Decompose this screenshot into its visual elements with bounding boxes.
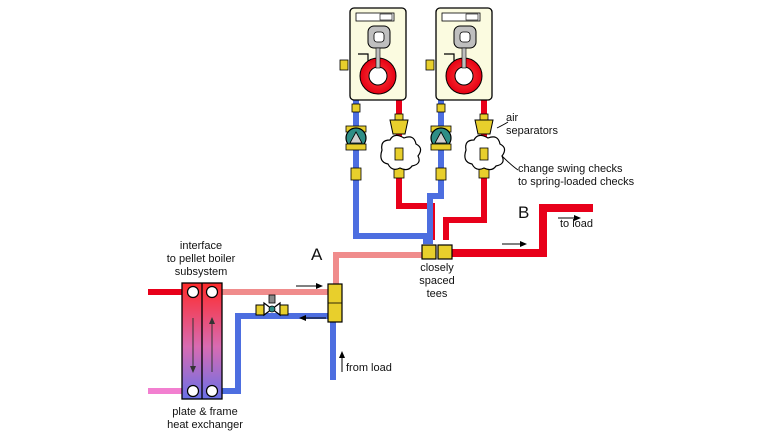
leader-lines (496, 121, 519, 171)
point-a-label: A (311, 245, 323, 264)
air-separators-label: air separators (506, 112, 558, 138)
circulator-icon (430, 125, 452, 151)
swing-label-line1: change swing checks (518, 163, 623, 175)
air-separator-icon (389, 113, 409, 135)
plate-label-line2: heat exchanger (167, 419, 243, 431)
plate-label-line1: plate & frame (172, 406, 238, 418)
tee-icon (327, 283, 343, 323)
interface-label-line3: subsystem (174, 266, 228, 278)
boiler-icon (425, 7, 493, 101)
primary-loop-top (333, 252, 428, 290)
flow-arrow-icon (296, 215, 581, 372)
drain-valve (350, 103, 447, 181)
mixing-valve-icon (255, 294, 289, 317)
boiler-2 (425, 7, 493, 101)
circulator-icon (345, 125, 367, 151)
closely-spaced-tees-label: closely spaced tees (412, 262, 462, 301)
to-load-label: to load (560, 218, 594, 230)
closely-label-line3: tees (426, 288, 448, 300)
point-b-label: B (518, 203, 530, 222)
heat-exchanger-icon (181, 282, 223, 400)
interface-label: interface to pellet boiler subsystem (156, 240, 246, 279)
air-separator-icon (474, 113, 494, 135)
swing-checks-label: change swing checks to spring-loaded che… (518, 163, 634, 189)
from-load-label: from load (346, 362, 392, 374)
interface-label-line2: to pellet boiler (166, 253, 236, 265)
air-label-line1: air (506, 112, 519, 124)
closely-spaced-tees (421, 244, 453, 260)
swing-label-line2: to spring-loaded checks (518, 176, 635, 188)
closely-label-line2: spaced (419, 275, 455, 287)
heat-exchanger-label: plate & frame heat exchanger (160, 406, 250, 432)
load-supply-pipe (452, 204, 593, 257)
hx-return-pipe (222, 313, 334, 394)
air-label-line2: separators (506, 125, 558, 137)
boiler-1 (339, 7, 407, 101)
cloud-callout-icon (380, 134, 506, 171)
closely-label-line1: closely (420, 262, 454, 274)
boiler-icon (339, 7, 407, 101)
interface-label-line1: interface (179, 240, 223, 252)
